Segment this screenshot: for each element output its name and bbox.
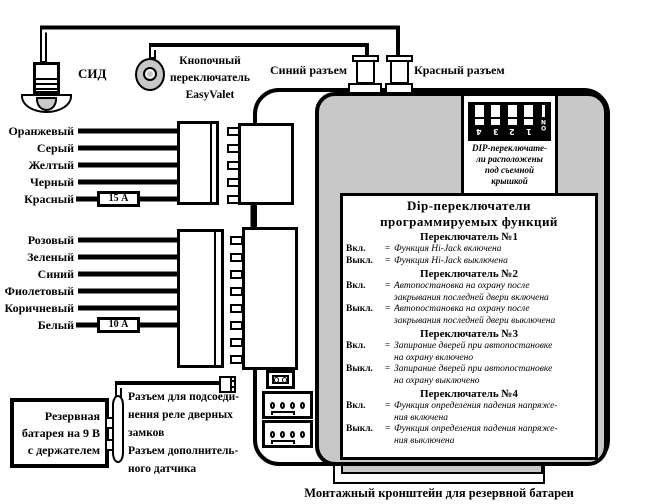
wire-label: Синий [37,267,74,281]
aux-connector-labels: Разъем для подсоеди- нения реле дверных … [128,391,240,475]
led-icon [33,62,60,94]
wire-label: Черный [29,175,74,189]
wire-label: Розовый [27,233,74,247]
switch-header: Переключатель №3 [420,328,518,340]
dip-row: Вкл. = Функция Hi-Jack включена [346,244,502,254]
fuse-10a: 10 А [97,317,140,333]
dip-box-title: программируемых функций [380,214,558,229]
red-connector-label: Красный разъем [414,63,505,77]
wire-label: Зеленый [27,250,74,264]
unit-slot-left [348,83,382,94]
dip-row: Выкл. = Функция определения падения напр… [346,424,558,446]
plug-connector-2 [242,227,298,370]
dip-row: Выкл. = Функция Hi-Jack выключена [346,255,508,266]
blue-connector-icon [356,60,375,84]
switch-header: Переключатель №1 [420,231,518,243]
switch-header: Переключатель №4 [420,388,518,400]
valet-button-label: Кнопочный переключатель EasyValet [170,55,250,101]
wire-label: Серый [36,141,74,155]
dip-note: DIP-переключате- ли расположены под съем… [472,143,547,186]
relay-connector-4pin [262,391,313,419]
dip-box-title: Dip-переключатели [407,198,531,213]
backup-battery-box: Резервная батарея на 9 В с держателем [10,398,109,468]
wire-label: Коричневый [4,301,74,315]
battery-plug-icon [219,376,236,393]
bracket-label: Монтажный кронштейн для резервной батаре… [304,486,574,500]
harness-connector-1 [177,121,219,205]
harness-connector-2 [177,229,224,368]
dip-number: 1 [525,127,532,136]
dip-row: Вкл. = Запирание дверей при автопостанов… [346,341,553,363]
dip-number: 4 [476,127,482,136]
led-dome-inner [36,97,57,111]
battery-clip-icon [112,395,124,463]
wire-label: Желтый [28,158,75,172]
led-label: СИД [78,66,107,81]
wire-label: Белый [37,318,74,332]
valet-button-icon [135,58,165,91]
wire-label: Красный [24,192,74,206]
red-connector-icon [390,60,409,84]
wire-label: Фиолетовый [4,284,74,298]
fuse-15a: 15 А [97,191,140,207]
sensor-connector-4pin [262,420,313,448]
blue-connector-label: Синий разъем [270,63,348,77]
switch-header: Переключатель №2 [420,268,518,280]
plug-connector-1 [238,123,294,205]
dip-row: Выкл. = Запирание дверей при автопостано… [346,364,553,386]
dip-number: 2 [509,127,515,136]
dip-row: Вкл. = Функция определения падения напря… [346,401,558,423]
dip-function-box: Dip-переключатели программируемых функци… [340,193,598,460]
wire-label: Оранжевый [8,124,74,138]
dip-number: 3 [492,127,499,136]
aux-socket-2pin [266,370,295,389]
unit-slot-right [385,83,413,94]
dip-on-label: ON [540,118,546,131]
dip-switch-icon: 4 3 2 1 ON [468,102,551,141]
